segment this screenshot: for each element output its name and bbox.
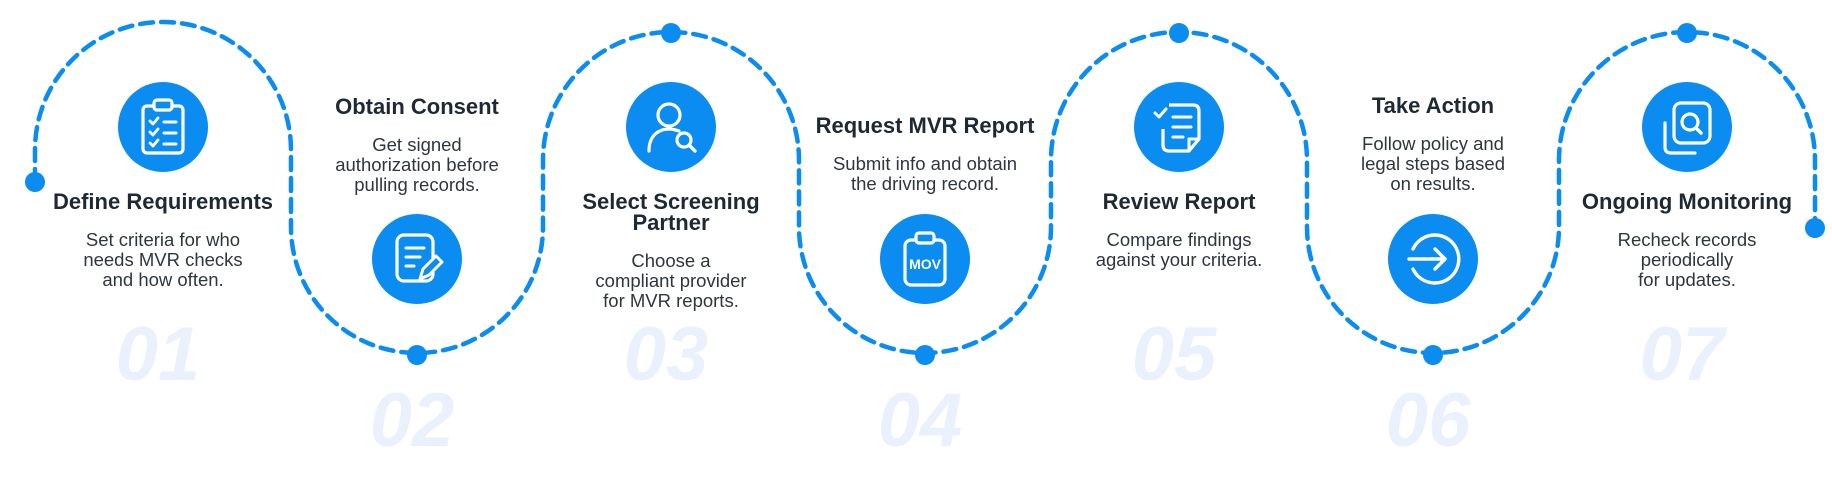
step-number: 01 — [116, 312, 201, 397]
path-markers — [25, 23, 1825, 365]
step-title: Ongoing Monitoring — [1582, 189, 1792, 214]
icon-badge — [626, 82, 716, 172]
mov-label: MOV — [909, 256, 942, 272]
path-dot — [25, 172, 45, 192]
path-dot — [1805, 218, 1825, 238]
clipboard-checklist-icon — [141, 98, 185, 155]
step-number: 06 — [1386, 378, 1471, 463]
path-dot — [915, 345, 935, 365]
mov-clipboard-icon: MOV — [903, 231, 947, 287]
icon-badge — [118, 82, 208, 172]
step-number: 02 — [370, 378, 455, 463]
path-dot — [407, 345, 427, 365]
step-number: 05 — [1132, 312, 1218, 397]
icon-circle — [118, 82, 208, 172]
icon-badge — [372, 214, 462, 304]
icon-circle — [880, 214, 970, 304]
path-dot — [1423, 345, 1443, 365]
step-title: Take Action — [1372, 93, 1494, 118]
path-dot — [1169, 23, 1189, 43]
icon-badge — [1642, 82, 1732, 172]
step-title: Define Requirements — [53, 189, 273, 214]
step-title: Obtain Consent — [335, 94, 499, 119]
icon-circle — [372, 214, 462, 304]
icon-badge — [1388, 214, 1478, 304]
user-search-icon — [647, 102, 697, 153]
document-signature-icon — [395, 233, 444, 283]
checklist-review-icon — [1153, 103, 1201, 153]
step-numbers: 01 02 03 04 05 06 07 — [116, 312, 1728, 463]
step-title: Review Report — [1103, 189, 1256, 214]
step-number: 03 — [624, 312, 709, 397]
step-number: 04 — [878, 378, 963, 463]
step-title: Request MVR Report — [816, 113, 1035, 138]
arrow-enter-icon — [1407, 233, 1461, 285]
path-dot — [661, 23, 681, 43]
path-dot — [1677, 23, 1697, 43]
icon-badge — [1134, 82, 1224, 172]
step-number: 07 — [1640, 312, 1728, 397]
icon-badge: MOV — [880, 214, 970, 304]
document-search-icon — [1663, 101, 1712, 155]
